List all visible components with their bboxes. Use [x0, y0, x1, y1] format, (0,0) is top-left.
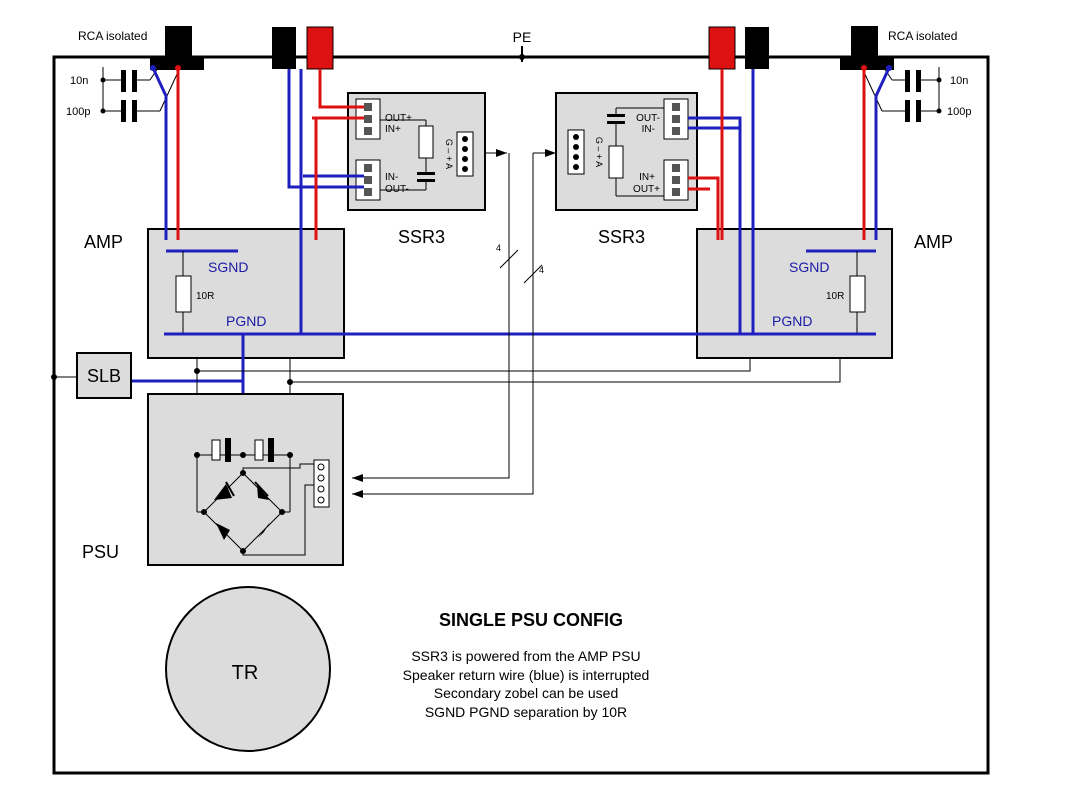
- ssr-left-resistor: [418, 125, 434, 159]
- ssr-right-resistor: [608, 145, 624, 179]
- slb-label: SLB: [87, 366, 121, 386]
- psu-output-connector: [313, 459, 330, 508]
- rca-left-label: RCA isolated: [78, 29, 147, 43]
- ssr-right-conn-label: G – + A: [594, 137, 604, 167]
- amp-right-resistor: [849, 275, 866, 313]
- amp-left-label: AMP: [84, 232, 123, 252]
- rca-left-base: [150, 56, 204, 70]
- rca-right-label: RCA isolated: [888, 29, 957, 43]
- ssr-left-control-connector: [456, 131, 474, 177]
- ssr-left-in-plus: IN+: [385, 124, 401, 135]
- cap-10n-left-label: 10n: [70, 75, 88, 87]
- rca-right-base: [840, 56, 894, 70]
- ssr-right-label: SSR3: [598, 227, 645, 247]
- pe-label: PE: [513, 29, 532, 45]
- ssr-right-capacitor: [607, 114, 625, 117]
- ssr-right-in-minus: IN-: [642, 124, 655, 135]
- ssr-right-in-plus: IN+: [639, 172, 655, 183]
- sgnd-left-label: SGND: [208, 259, 248, 275]
- res-right-label: 10R: [826, 291, 844, 302]
- speaker-left-black-terminal: [272, 27, 296, 69]
- cap-10n-right-label: 10n: [950, 75, 968, 87]
- ssr-control-bus: [352, 149, 556, 498]
- amp-left-resistor: [175, 275, 192, 313]
- notes-title: SINGLE PSU CONFIG: [439, 610, 623, 630]
- ssr-right-out-plus: OUT+: [633, 184, 660, 195]
- sgnd-right-label: SGND: [789, 259, 829, 275]
- res-left-label: 10R: [196, 291, 214, 302]
- speaker-right-black-terminal: [745, 27, 769, 69]
- speaker-hot-wires: [176, 68, 866, 240]
- signal-ground-wires: [131, 67, 891, 434]
- transformer-label: TR: [232, 662, 259, 684]
- pgnd-right-label: PGND: [772, 313, 812, 329]
- ssr-left-label: SSR3: [398, 227, 445, 247]
- ssr-left-capacitor: [417, 172, 435, 175]
- rca-right-cap-network: [863, 67, 942, 122]
- psu-module: [147, 393, 344, 566]
- pe-point: [519, 54, 525, 60]
- bus-count-2: 4: [539, 265, 544, 275]
- amp-right-label: AMP: [914, 232, 953, 252]
- psu-label: PSU: [82, 542, 119, 562]
- notes-line: SGND PGND separation by 10R: [425, 704, 627, 720]
- notes-line: SSR3 is powered from the AMP PSU: [411, 648, 640, 664]
- notes-line: Speaker return wire (blue) is interrupte…: [403, 667, 650, 683]
- rca-left-cap-network: [100, 67, 179, 122]
- psu-bridge-rectifier: [196, 455, 316, 556]
- ssr-left-conn-label: G – + A: [444, 139, 454, 169]
- notes-line: Secondary zobel can be used: [434, 685, 618, 701]
- cap-100p-right-label: 100p: [947, 106, 971, 118]
- cap-100p-left-label: 100p: [66, 106, 90, 118]
- ssr-right-out-minus: OUT-: [636, 113, 660, 124]
- speaker-left-red-terminal: [306, 26, 334, 70]
- transformer: [165, 586, 331, 752]
- ssr-right-terminal-pins: [672, 103, 680, 196]
- speaker-right-red-terminal: [708, 26, 736, 70]
- pgnd-left-label: PGND: [226, 313, 266, 329]
- psu-filter-caps: [194, 438, 293, 462]
- bus-count-1: 4: [496, 243, 501, 253]
- slb-module: [76, 352, 132, 399]
- ssr-left-out-plus: OUT+: [385, 113, 412, 124]
- ssr-right-control-connector: [567, 129, 585, 175]
- ssr-left-in-minus: IN-: [385, 172, 398, 183]
- ssr-left-terminal-pins: [364, 103, 372, 196]
